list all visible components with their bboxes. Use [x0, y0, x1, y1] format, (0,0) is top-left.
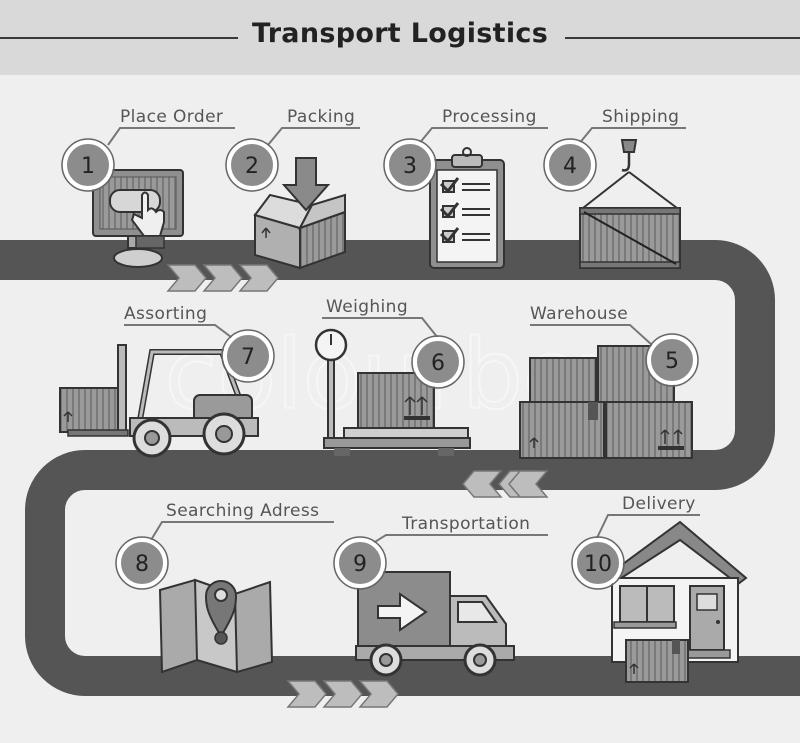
logistics-diagram: colourbox Place Order 1 — [0, 107, 800, 708]
computer-click-icon — [92, 169, 184, 268]
step-label: Delivery — [622, 494, 696, 514]
direction-arrows-right-1 — [166, 264, 279, 292]
step-label: Warehouse — [530, 304, 628, 324]
step-label: Assorting — [124, 304, 207, 324]
clipboard-checklist-icon — [429, 147, 505, 269]
step-number: 4 — [563, 154, 577, 179]
step-weighing: Weighing 6 — [314, 297, 471, 456]
header-band: Transport Logistics — [0, 0, 800, 75]
step-label: Place Order — [120, 107, 223, 127]
step-processing: Processing 3 — [383, 107, 548, 269]
direction-arrows-right-2 — [286, 680, 399, 708]
step-place-order: Place Order 1 — [61, 107, 235, 268]
step-label: Searching Adress — [166, 501, 319, 521]
map-pin-icon — [158, 578, 274, 674]
step-label: Packing — [287, 107, 355, 127]
page-title: Transport Logistics — [0, 18, 800, 49]
step-number: 10 — [584, 552, 612, 577]
road-path — [0, 240, 800, 696]
step-label: Processing — [442, 107, 537, 127]
step-warehouse: Warehouse 5 — [519, 304, 699, 459]
step-assorting: Assorting 7 — [59, 304, 275, 458]
step-number: 8 — [135, 552, 149, 577]
step-shipping: Shipping 4 — [543, 107, 686, 269]
header-rule-right — [565, 37, 800, 39]
step-label: Shipping — [602, 107, 679, 127]
step-label: Weighing — [326, 297, 408, 317]
direction-arrows-left — [462, 470, 549, 498]
step-label: Transportation — [401, 514, 530, 534]
house-icon — [602, 520, 748, 683]
step-packing: Packing 2 — [225, 107, 360, 270]
header-rule-left — [0, 37, 238, 39]
box-packing-icon — [253, 157, 346, 270]
step-transportation: Transportation 9 — [333, 514, 548, 677]
forklift-icon — [59, 344, 259, 458]
step-number: 2 — [245, 154, 259, 179]
step-searching-adress: Searching Adress 8 — [115, 501, 334, 674]
step-number: 1 — [81, 154, 95, 179]
crane-container-icon — [579, 139, 681, 269]
truck-icon — [355, 571, 515, 677]
step-delivery: Delivery 10 — [571, 494, 748, 683]
step-number: 5 — [665, 349, 679, 374]
step-number: 7 — [241, 345, 255, 370]
step-number: 3 — [403, 154, 417, 179]
step-number: 6 — [431, 351, 445, 376]
scale-icon — [314, 328, 471, 456]
step-number: 9 — [353, 552, 367, 577]
